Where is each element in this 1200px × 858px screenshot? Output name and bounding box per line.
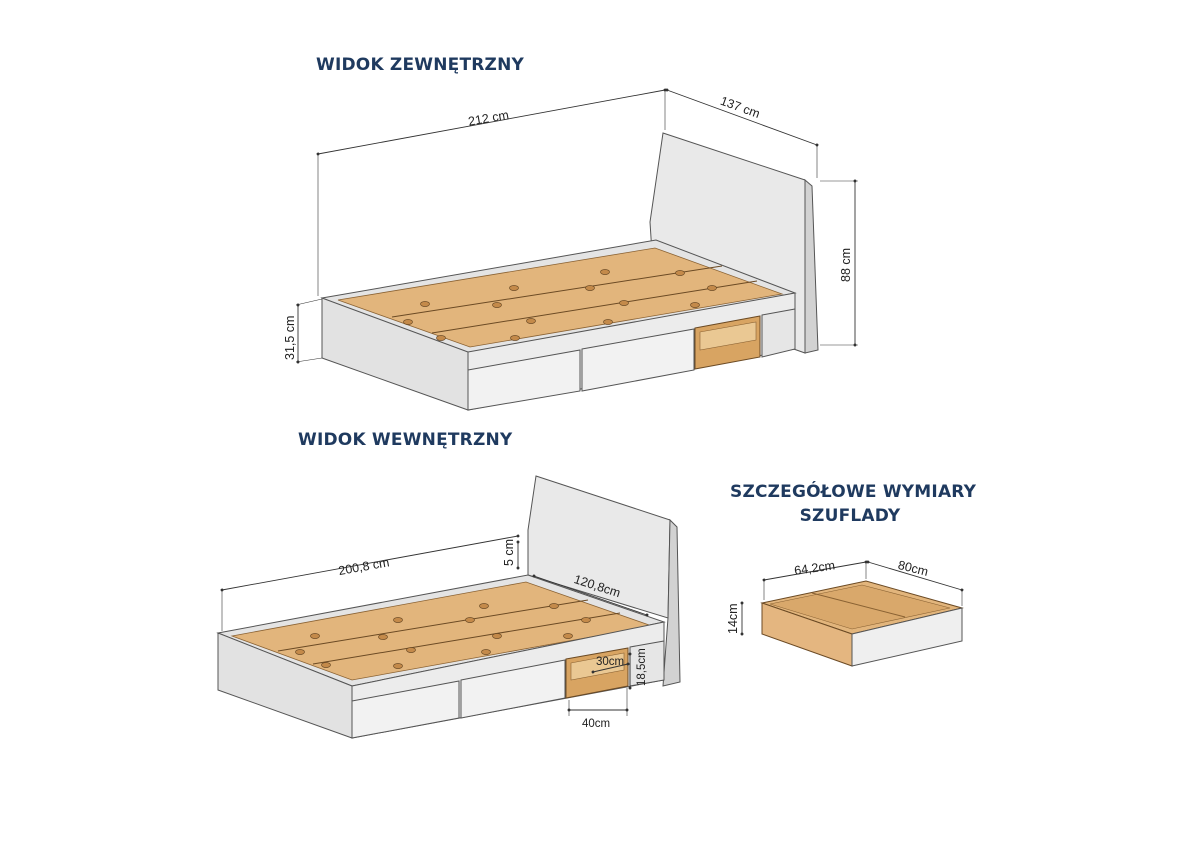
interior-slat-holes: [295, 603, 591, 669]
drawer-heading-line-2: SZUFLADY: [799, 506, 901, 526]
drawer-dimensions-heading: SZCZEGÓŁOWE WYMIARY SZUFLADY: [730, 480, 977, 528]
exterior-headboard-side: [804, 178, 819, 354]
exterior-view-heading: WIDOK ZEWNĘTRZNY: [316, 55, 525, 75]
exterior-dimension-lines: [295, 88, 858, 364]
exterior-shelf-end: [761, 308, 796, 358]
exterior-height-label: 88 cm: [839, 248, 853, 282]
exterior-drawer-2: [581, 328, 695, 392]
drawer-height-label: 14cm: [726, 603, 740, 634]
interior-shelf-depth-label: 30cm: [596, 656, 624, 668]
exterior-bed: [320, 132, 819, 411]
drawer: [760, 580, 964, 667]
interior-drawer-1: [351, 680, 460, 739]
drawer-dimension-lines: [740, 560, 964, 636]
interior-headboard-gap-label: 5 cm: [502, 539, 516, 566]
exterior-slat-base: [337, 247, 784, 348]
drawer-length-label: 64,2cm: [793, 558, 836, 578]
interior-length-label: 200,8 cm: [337, 555, 390, 578]
drawer-front: [851, 607, 963, 667]
interior-shelf-width-label: 40cm: [582, 718, 610, 730]
exterior-length-label: 212 cm: [467, 108, 510, 129]
drawer-heading-line-1: SZCZEGÓŁOWE WYMIARY: [730, 482, 977, 502]
interior-view-heading: WIDOK WEWNĘTRZNY: [298, 430, 513, 450]
interior-headboard-side: [662, 518, 681, 687]
interior-dimension-lines: [220, 534, 649, 716]
interior-shelf-height-label: 18,5cm: [636, 648, 648, 686]
exterior-frame-height-label: 31,5 cm: [283, 316, 297, 360]
interior-bed: [216, 475, 681, 739]
exterior-slat-holes: [403, 269, 717, 341]
interior-drawer-2: [460, 659, 566, 719]
exterior-drawer-1: [467, 349, 581, 411]
